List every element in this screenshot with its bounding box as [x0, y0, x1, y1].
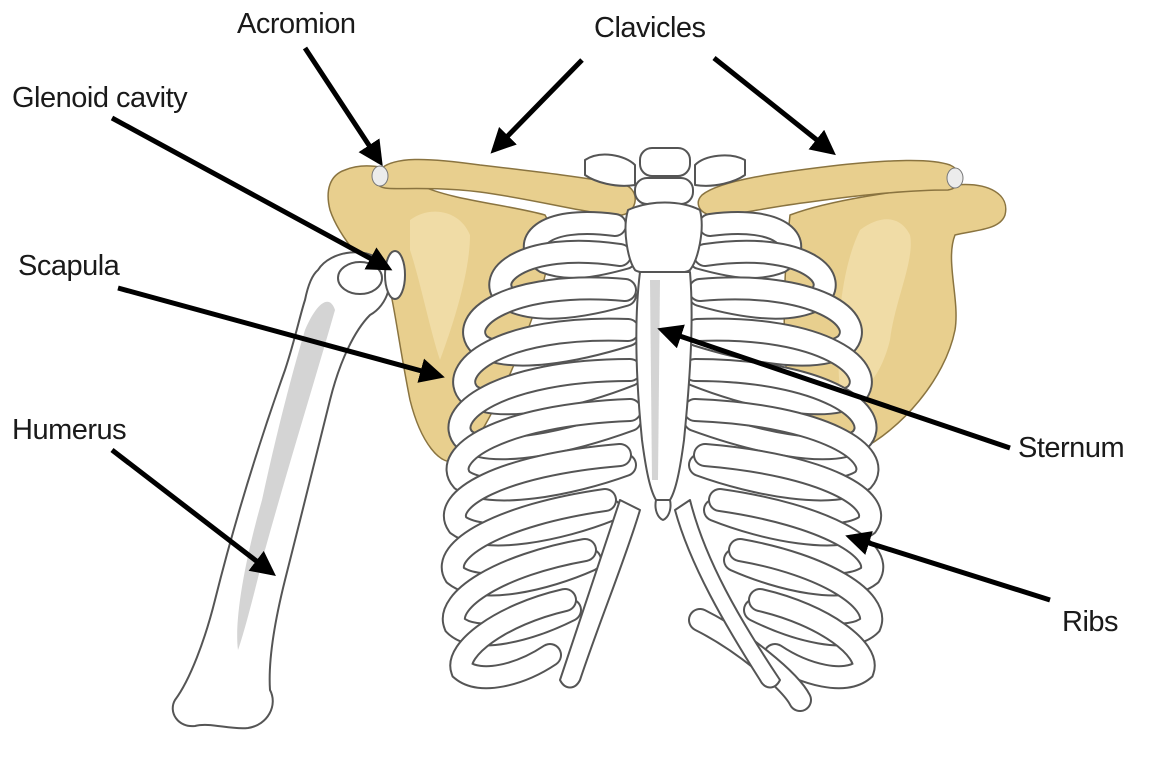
label-humerus: Humerus: [12, 416, 126, 445]
label-ribs: Ribs: [1062, 608, 1118, 637]
humerus-bone: [173, 252, 390, 728]
arrow-clavicle-left: [494, 60, 582, 150]
acromion-joint-left: [372, 166, 388, 186]
acromion-joint-right: [947, 168, 963, 188]
label-glenoid-cavity: Glenoid cavity: [12, 84, 187, 113]
label-clavicles: Clavicles: [594, 14, 706, 43]
sternum-bone: [626, 203, 702, 521]
arrow-clavicle-right: [714, 58, 832, 152]
label-acromion: Acromion: [237, 10, 356, 39]
label-scapula: Scapula: [18, 252, 119, 281]
arrow-acromion: [305, 48, 380, 162]
glenoid-cavity-shape: [385, 251, 405, 299]
label-sternum: Sternum: [1018, 434, 1124, 463]
